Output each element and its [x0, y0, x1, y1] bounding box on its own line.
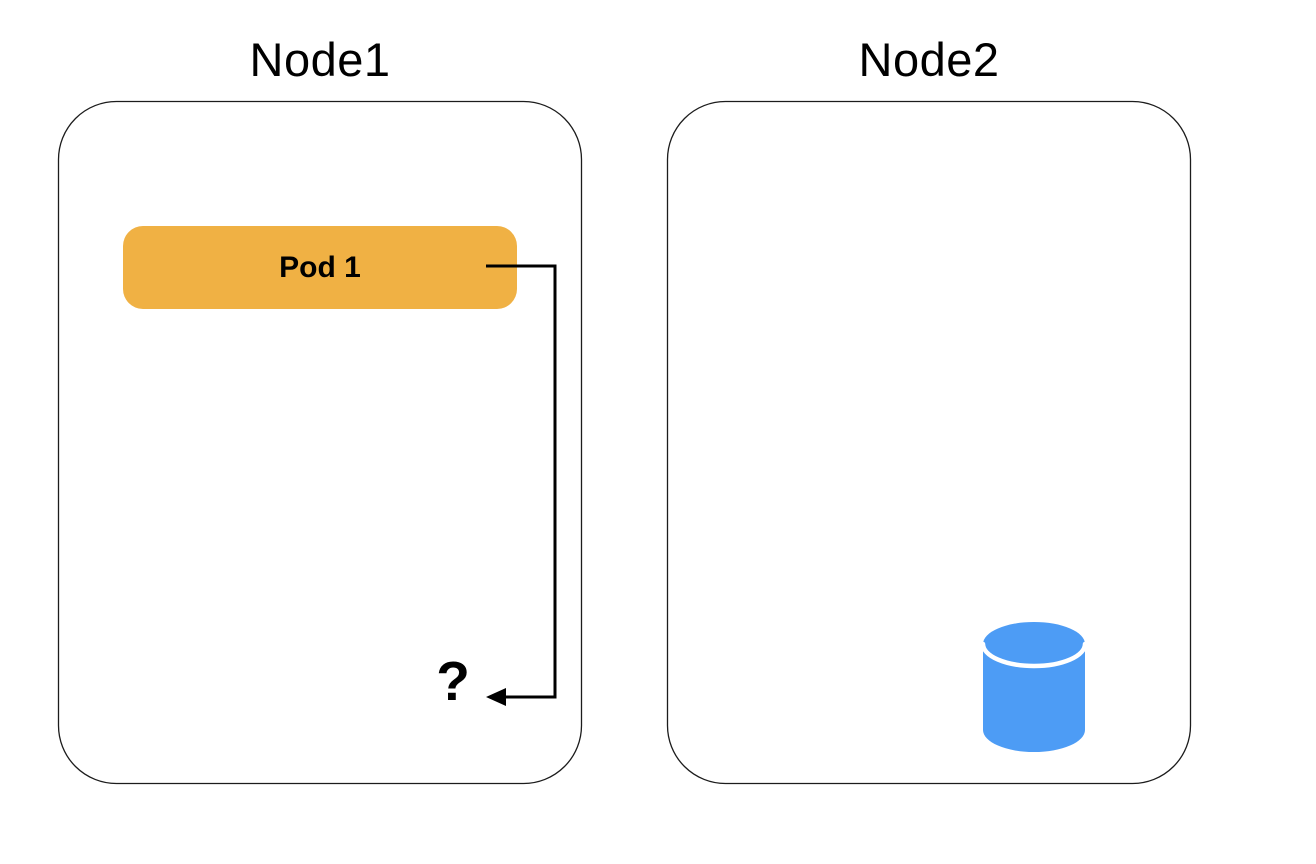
node1-container — [57, 100, 583, 785]
pod1-box — [123, 226, 517, 309]
pod-to-question-connector — [486, 264, 557, 699]
database-cylinder-icon — [980, 622, 1088, 752]
pod1-label: Pod 1 — [279, 250, 361, 284]
cylinder-body — [983, 644, 1085, 752]
node1-title: Node1 — [249, 33, 391, 86]
arrowhead-left-icon — [486, 688, 506, 706]
cylinder-top — [983, 622, 1085, 666]
node2-title: Node2 — [858, 33, 1000, 86]
cylinder-divider-line — [980, 641, 1088, 669]
node2-container — [666, 100, 1192, 785]
question-mark-label: ? — [436, 650, 470, 712]
